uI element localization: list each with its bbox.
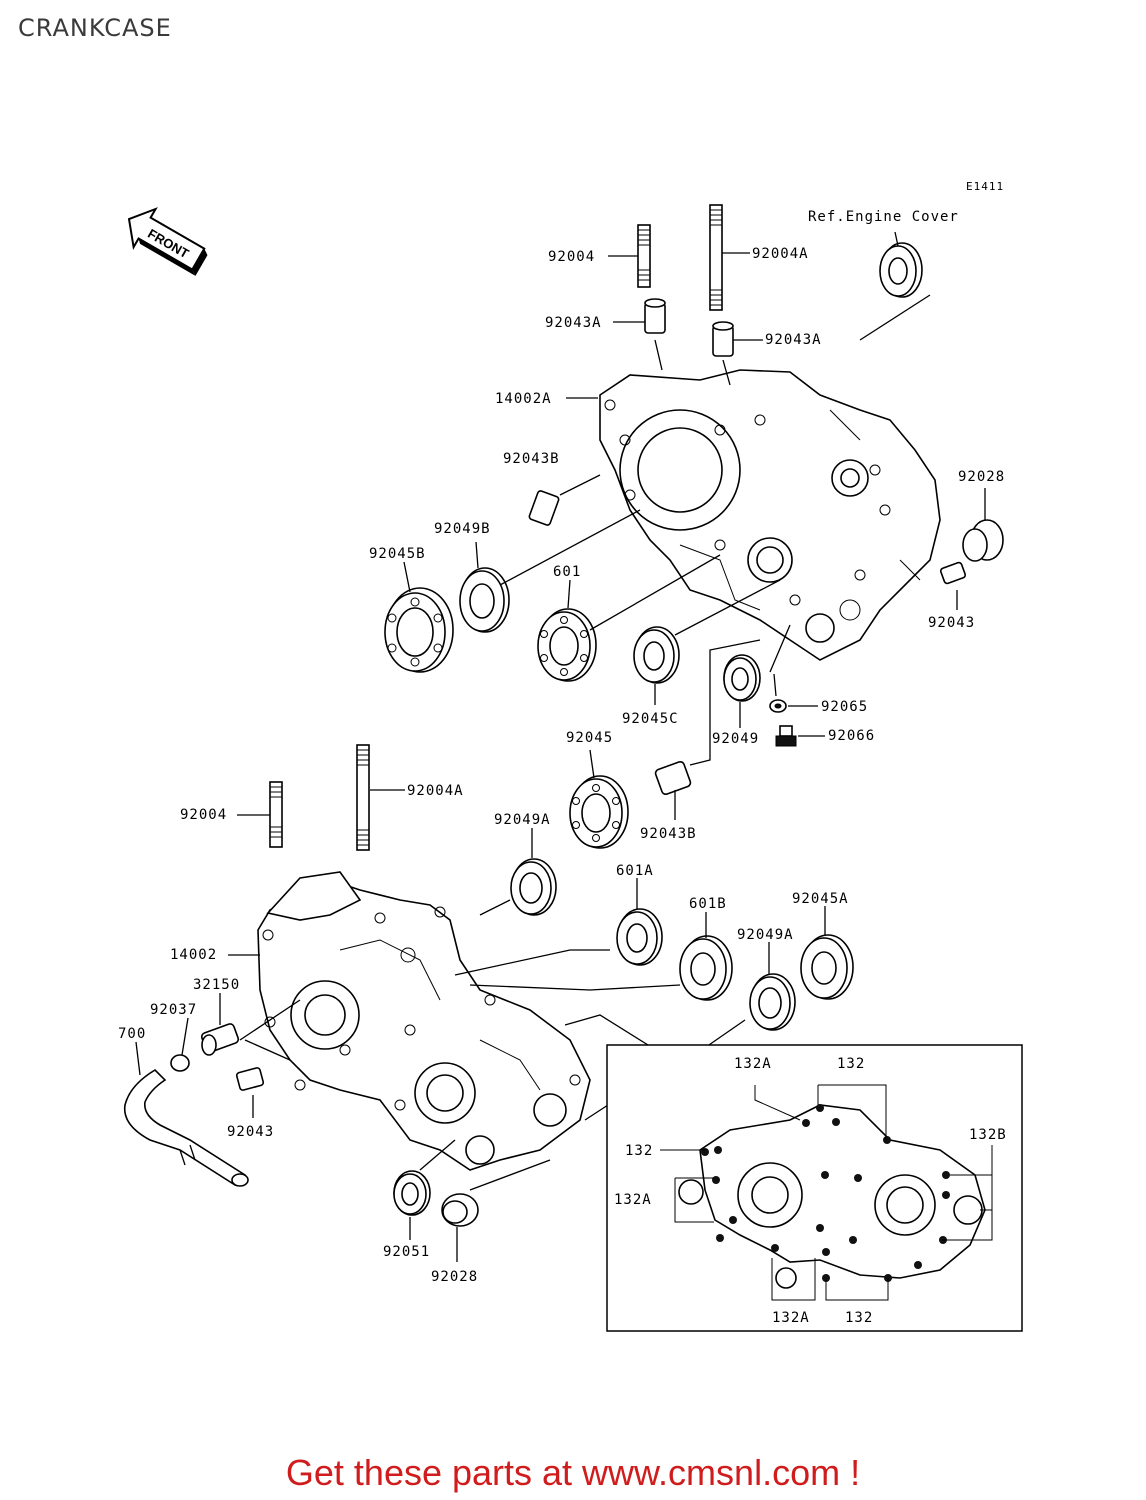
label-601A: 601A [616, 863, 654, 879]
label-92043A-left: 92043A [545, 315, 602, 331]
stud-92004-top-icon [637, 224, 651, 288]
label-92043A-right: 92043A [765, 332, 822, 348]
bearing-92045A-icon [800, 934, 854, 1000]
label-14002A: 14002A [495, 391, 552, 407]
label-92043-right: 92043 [928, 615, 975, 631]
dowel-92043-left-icon [235, 1067, 265, 1091]
bearing-601B-icon [679, 935, 733, 1001]
label-132-top: 132 [837, 1056, 865, 1072]
label-92066: 92066 [828, 728, 875, 744]
label-92049A-right: 92049A [737, 927, 794, 943]
label-132A-bottom: 132A [772, 1310, 810, 1326]
hose-700-icon [123, 1068, 249, 1187]
label-132-left: 132 [625, 1143, 653, 1159]
footer-link[interactable]: Get these parts at www.cmsnl.com ! [285, 1452, 861, 1493]
seal-92051-icon [393, 1170, 431, 1216]
label-92045B: 92045B [369, 546, 426, 562]
bearing-92045B-icon [384, 587, 454, 673]
crankcase-left-half [257, 871, 591, 1171]
bearing-601-icon [537, 608, 597, 682]
plug-92066-icon [775, 725, 797, 747]
bearing-92045C-icon [633, 626, 680, 684]
page-title: CRANKCASE [18, 14, 172, 42]
part-labels: 92004 92004A 92043A 92043A 14002A 92043B… [118, 246, 1007, 1326]
label-601: 601 [553, 564, 581, 580]
crankcase-exploded-diagram: E1411 Ref.Engine Cover FRONT [118, 180, 1023, 1332]
washer-92065-icon [769, 699, 787, 713]
crankcase-right-half [599, 369, 941, 661]
label-92049A-left: 92049A [494, 812, 551, 828]
label-92004A-top: 92004A [752, 246, 809, 262]
label-92004-top: 92004 [548, 249, 595, 265]
label-92043B-bottom: 92043B [640, 826, 697, 842]
label-601B: 601B [689, 896, 727, 912]
label-132A-left: 132A [614, 1192, 652, 1208]
front-arrow-icon: FRONT [127, 207, 208, 276]
label-92065: 92065 [821, 699, 868, 715]
ref-engine-cover-note: Ref.Engine Cover [808, 209, 959, 225]
label-92028-right: 92028 [958, 469, 1005, 485]
seal-92049A-right-icon [749, 973, 796, 1031]
clip-92037-icon [170, 1054, 190, 1072]
dowel-92043B-bottom-icon [654, 760, 692, 796]
label-92043-left: 92043 [227, 1124, 274, 1140]
dowel-92043-right-icon [939, 561, 967, 585]
dowel-92043B-top-icon [528, 490, 560, 526]
collar-92028-bottom-icon [441, 1193, 479, 1227]
stud-92004A-top-icon [709, 204, 723, 311]
leader-lines [135, 231, 986, 1262]
label-132A-top: 132A [734, 1056, 772, 1072]
bearing-ref-engine-cover-icon [879, 242, 923, 298]
label-92051: 92051 [383, 1244, 430, 1260]
label-92037: 92037 [150, 1002, 197, 1018]
label-132-bottom: 132 [845, 1310, 873, 1326]
bolt-pattern-inset [606, 1044, 1023, 1332]
label-700: 700 [118, 1026, 146, 1042]
label-32150: 32150 [193, 977, 240, 993]
diagram-code: E1411 [966, 180, 1004, 193]
collar-92028-right-icon [962, 519, 1004, 562]
label-14002: 14002 [170, 947, 217, 963]
label-92049B: 92049B [434, 521, 491, 537]
seal-92049B-icon [459, 567, 510, 633]
label-92045A: 92045A [792, 891, 849, 907]
dowel-92043A-left-icon [644, 298, 666, 334]
seal-92049A-left-icon [510, 858, 557, 916]
label-92004-bottom: 92004 [180, 807, 227, 823]
label-92049: 92049 [712, 731, 759, 747]
label-132B: 132B [969, 1127, 1007, 1143]
bearing-601A-icon [616, 908, 663, 966]
label-92004A-bottom: 92004A [407, 783, 464, 799]
dowel-92043A-right-icon [712, 321, 734, 357]
label-92045C: 92045C [622, 711, 679, 727]
fitting-32150-icon [200, 1023, 240, 1056]
label-92028-bottom: 92028 [431, 1269, 478, 1285]
stud-92004-bottom-icon [269, 781, 283, 848]
stud-92004A-bottom-icon [356, 744, 370, 851]
seal-92049-icon [723, 654, 761, 702]
label-92043B-top: 92043B [503, 451, 560, 467]
label-92045: 92045 [566, 730, 613, 746]
bearing-92045-icon [569, 775, 629, 849]
